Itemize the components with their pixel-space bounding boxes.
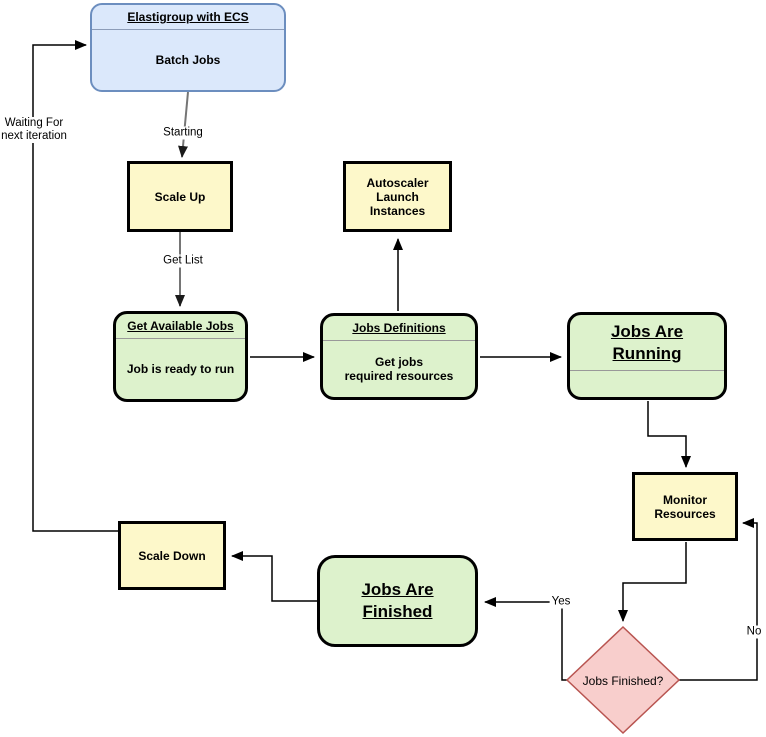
edge-running-to-monitor xyxy=(647,401,691,468)
node-elastigroup-batch-jobs: Elastigroup with ECS Batch Jobs xyxy=(90,3,286,92)
edge-label-yes: Yes xyxy=(549,595,573,609)
node-jobs-definitions: Jobs Definitions Get jobs required resou… xyxy=(320,313,478,400)
node-title: Elastigroup with ECS xyxy=(92,5,284,30)
node-autoscaler-launch-instances: Autoscaler Launch Instances xyxy=(343,161,452,232)
node-body xyxy=(570,371,724,397)
edge-monitor-to-decision xyxy=(618,542,687,622)
node-body: Get jobs required resources xyxy=(344,355,454,383)
edge-waiting-next-iteration xyxy=(32,40,118,532)
node-title: Jobs Are Running xyxy=(570,315,724,371)
jobs-finished-decision-label: Jobs Finished? xyxy=(582,674,664,688)
edge-label-no: No xyxy=(744,625,764,639)
node-title: Jobs Definitions xyxy=(323,316,475,341)
node-title: Get Available Jobs xyxy=(116,314,245,339)
edge-no xyxy=(679,518,758,681)
edge-starting xyxy=(178,91,189,158)
node-title: Jobs Are Finished xyxy=(361,580,434,621)
node-label: Scale Down xyxy=(138,548,206,563)
node-label: Monitor Resources xyxy=(654,492,716,521)
jobs-finished-decision-shape xyxy=(565,625,681,735)
edge-finished-to-scaledown xyxy=(231,551,317,602)
node-jobs-are-finished: Jobs Are Finished xyxy=(317,555,478,647)
node-body: Batch Jobs xyxy=(155,53,221,67)
edge-label-waiting: Waiting For next iteration xyxy=(0,117,69,143)
edge-label-get-list: Get List xyxy=(161,254,205,268)
node-jobs-are-running: Jobs Are Running xyxy=(567,312,727,400)
node-scale-up: Scale Up xyxy=(127,161,233,232)
node-get-available-jobs: Get Available Jobs Job is ready to run xyxy=(113,311,248,402)
node-label: Scale Up xyxy=(154,189,206,204)
edge-yes xyxy=(484,597,567,681)
node-monitor-resources: Monitor Resources xyxy=(632,472,738,541)
edge-label-starting: Starting xyxy=(161,126,205,140)
node-scale-down: Scale Down xyxy=(118,521,226,590)
node-label: Autoscaler Launch Instances xyxy=(366,175,429,218)
node-body: Job is ready to run xyxy=(126,362,235,376)
